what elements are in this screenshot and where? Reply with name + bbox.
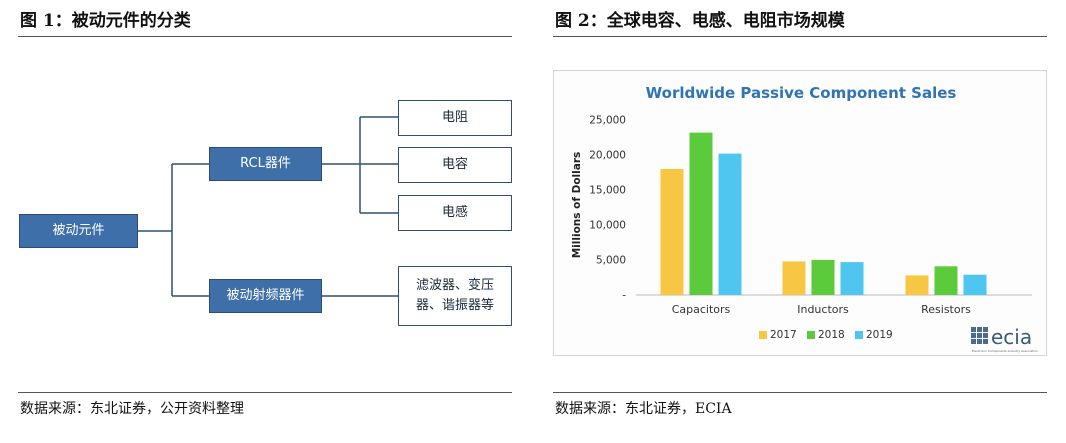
ecia-logo: ecia Electronic Components Industry Asso… [971, 325, 1038, 353]
legend-label-2019: 2019 [866, 329, 893, 341]
chart-panel: Worldwide Passive Component Sales Millio… [553, 70, 1047, 356]
ecia-logo-subtext: Electronic Components Industry Associati… [972, 349, 1038, 353]
y-tick-label: 15,000 [589, 185, 626, 197]
ecia-logo-icon [971, 327, 988, 344]
y-tick-label: - [622, 290, 626, 302]
legend-swatch-2019 [855, 331, 863, 339]
y-axis-label: Millions of Dollars [571, 152, 583, 259]
legend-swatch-2018 [807, 331, 815, 339]
figure1-title: 图 1：被动元件的分类 [20, 11, 191, 31]
ecia-logo-text: ecia [991, 325, 1032, 349]
tree-leaf-rf-line2: 器、谐振器等 [415, 298, 494, 313]
legend-label-2018: 2018 [818, 329, 845, 341]
tree-leaf-rf-devices: 滤波器、变压 器、谐振器等 [398, 266, 512, 326]
bar-inductors-2019 [840, 262, 864, 295]
tree-root-passive-components: 被动元件 [19, 214, 138, 248]
figure2-bottom-rule [553, 392, 1047, 393]
bar-capacitors-2018 [689, 132, 713, 295]
y-tick-label: 25,000 [589, 115, 626, 127]
figure1-bottom-rule [18, 392, 512, 393]
figure2-source: 数据来源：东北证券，ECIA [555, 401, 732, 417]
x-tick-label: Capacitors [672, 303, 731, 316]
bar-resistors-2019 [963, 274, 987, 295]
tree-connectors [138, 116, 398, 297]
tree-branch-rf: 被动射频器件 [209, 279, 322, 313]
y-tick-label: 20,000 [589, 150, 626, 162]
tree-leaf-resistor: 电阻 [398, 100, 512, 136]
classification-tree: 被动元件 RCL器件 被动射频器件 电阻 电容 电感 滤波器、变压 器、谐振器等 [0, 40, 520, 390]
chart-title: Worldwide Passive Component Sales [646, 84, 957, 102]
bar-capacitors-2017 [660, 169, 684, 295]
legend-label-2017: 2017 [770, 329, 797, 341]
bar-chart: Worldwide Passive Component Sales Millio… [571, 84, 1038, 353]
figure1-top-rule [18, 36, 512, 37]
tree-branch-rcl: RCL器件 [209, 147, 322, 181]
tree-leaf-inductor: 电感 [398, 195, 512, 231]
bar-capacitors-2019 [718, 153, 742, 295]
bar-inductors-2017 [782, 261, 806, 295]
y-tick-label: 10,000 [589, 220, 626, 232]
figure2-top-rule [553, 36, 1047, 37]
tree-leaf-capacitor: 电容 [398, 147, 512, 183]
legend-swatch-2017 [759, 331, 767, 339]
tree-leaf-rf-line1: 滤波器、变压 [415, 277, 494, 293]
figure2-title: 图 2：全球电容、电感、电阻市场规模 [555, 11, 845, 31]
x-tick-label: Resistors [921, 303, 971, 316]
bar-inductors-2018 [811, 260, 835, 295]
bar-resistors-2018 [934, 266, 958, 295]
x-tick-label: Inductors [797, 303, 849, 316]
bar-resistors-2017 [905, 275, 929, 295]
figure1-source: 数据来源：东北证券，公开资料整理 [20, 401, 244, 417]
y-tick-label: 5,000 [596, 255, 626, 267]
